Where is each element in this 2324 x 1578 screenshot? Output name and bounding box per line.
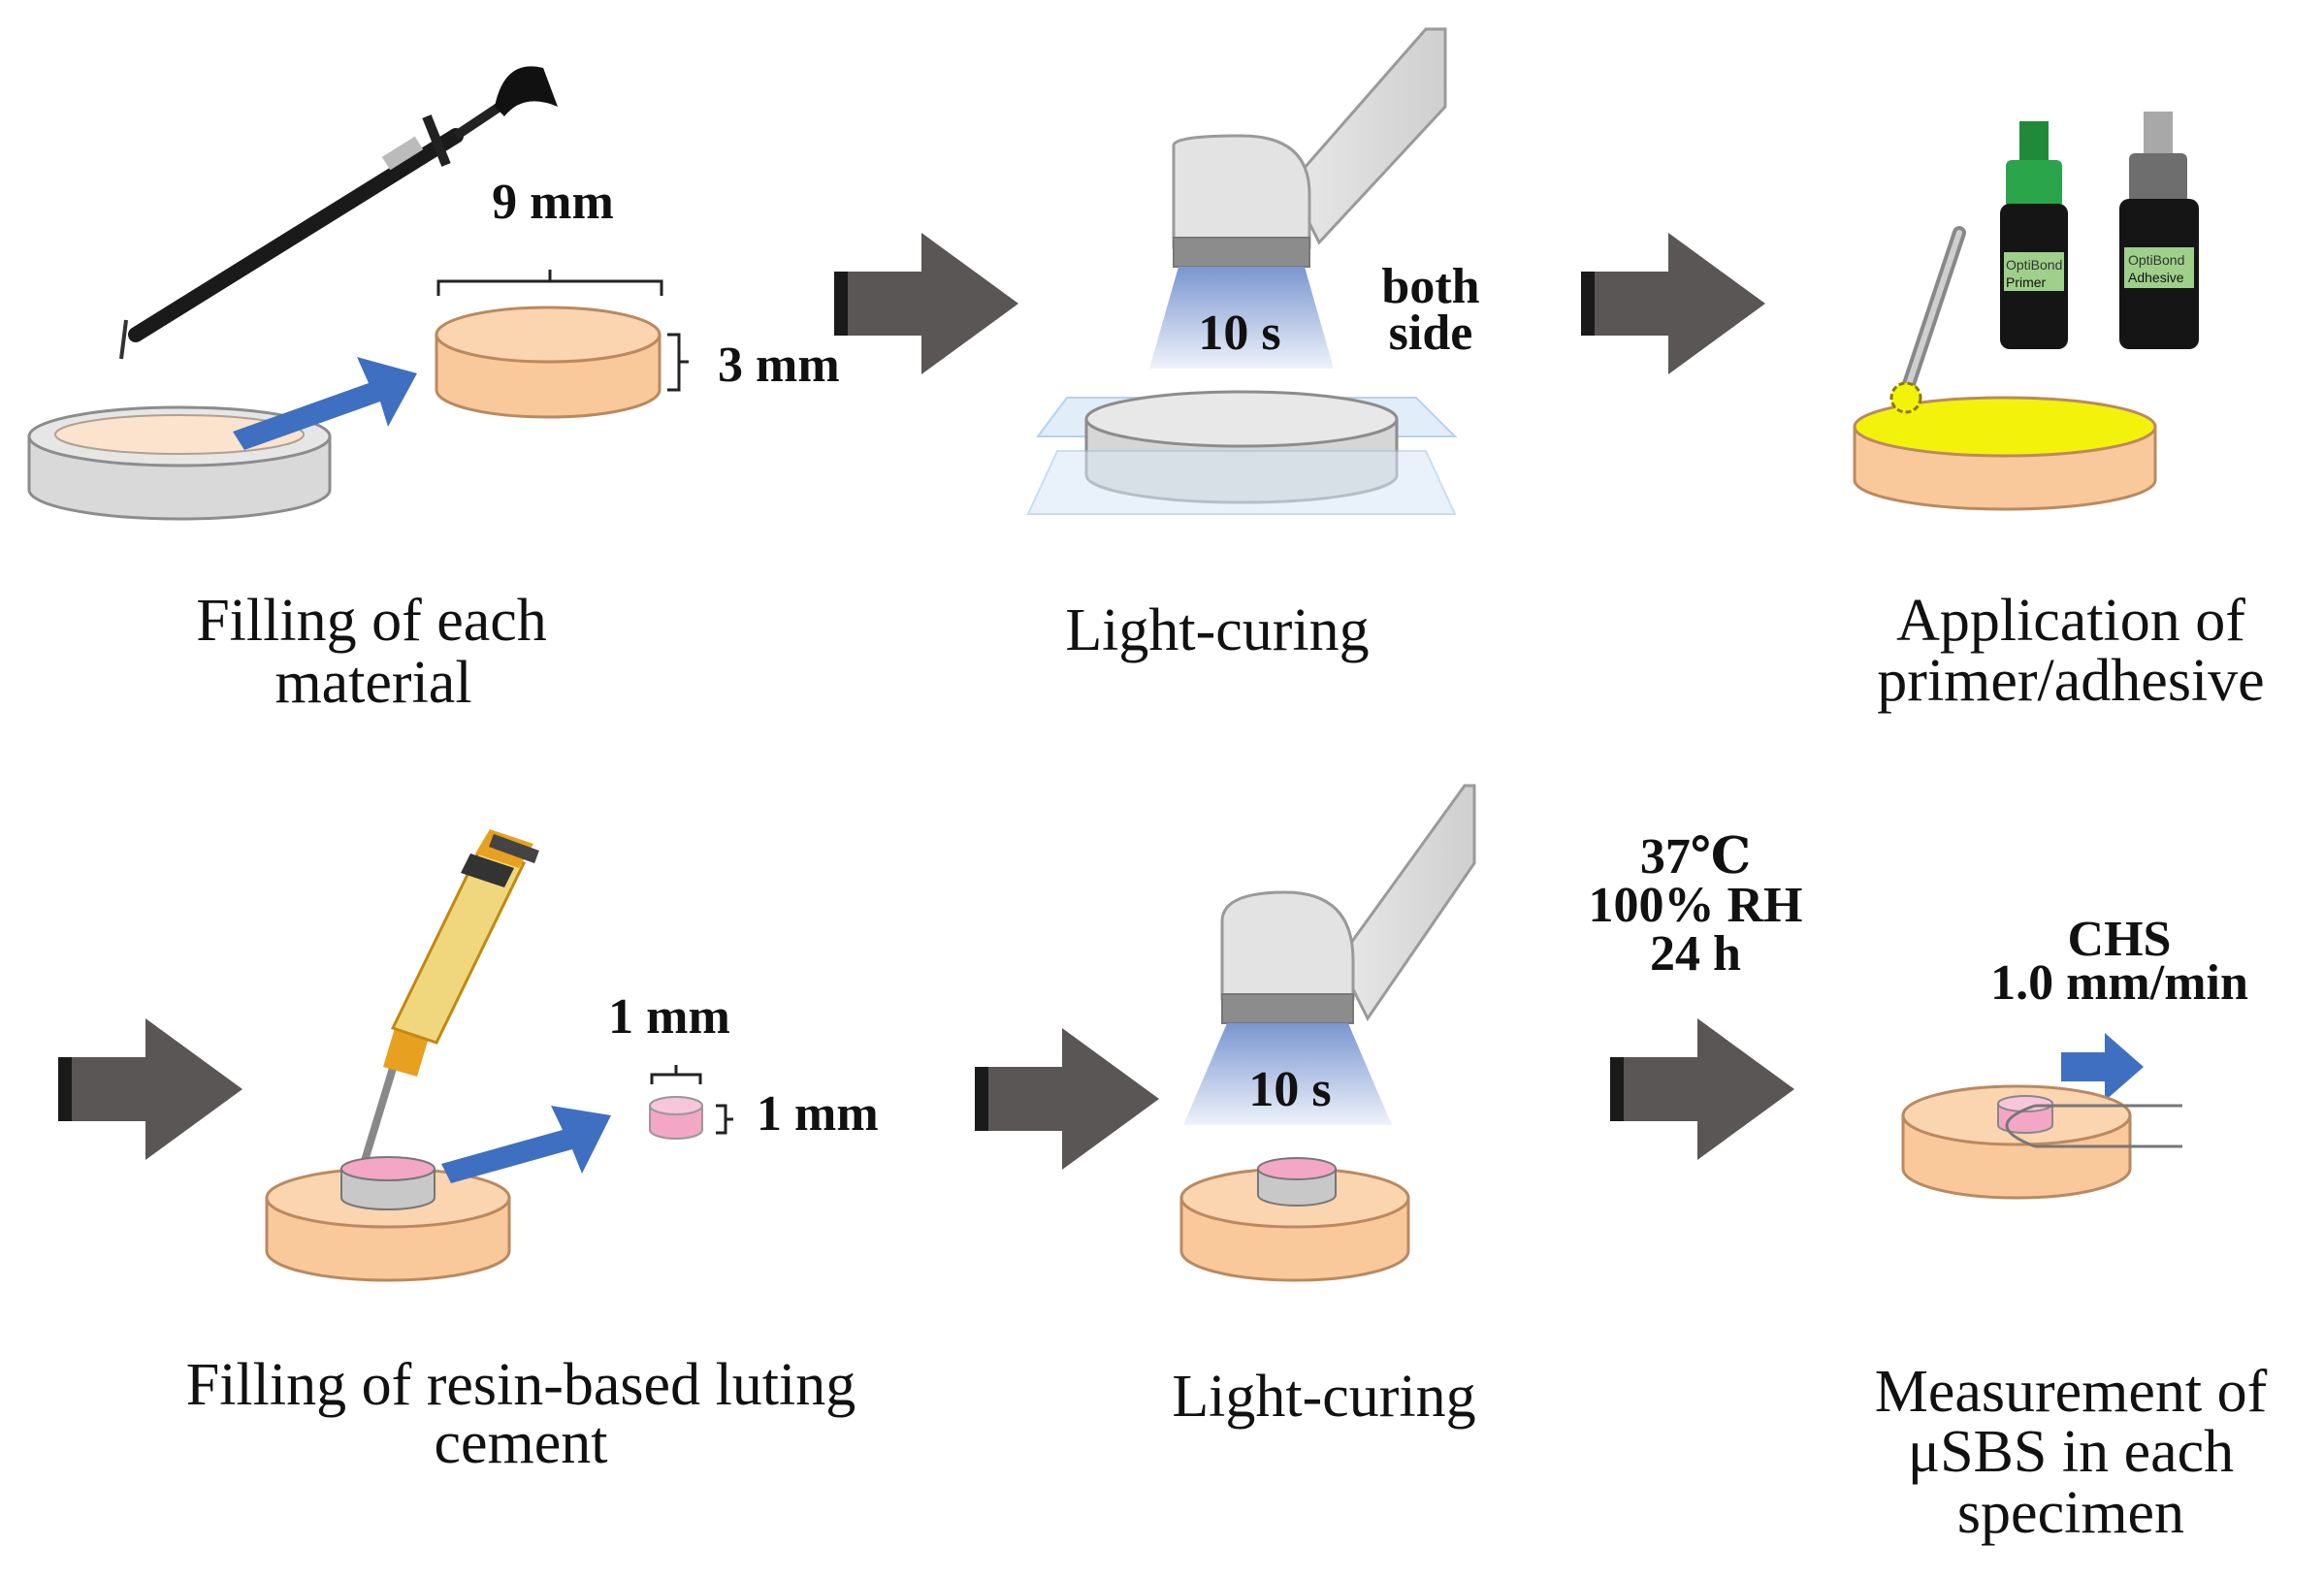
both-side-label-line1: both: [1381, 259, 1479, 314]
brush-tip-icon: [1889, 381, 1922, 414]
glass-slides-icon: [1026, 390, 1458, 515]
transfer-arrow-icon: [233, 357, 417, 450]
caption-application-line1: Application of: [1896, 588, 2245, 654]
caption-filling-line1: Filling of each: [196, 588, 547, 654]
panel-cement: 1 mm 1 mm Filling of resin-based luting …: [186, 829, 879, 1476]
caption-light-curing-1: Light-curing: [1065, 597, 1369, 663]
light-beam: [1149, 267, 1334, 369]
curing-time-label-1: 10 s: [1198, 306, 1280, 361]
panel-measurement: CHS 1.0 mm/min Measurement of μSBS in ea…: [1875, 912, 2268, 1546]
panel-filling: 9 mm 3 mm Filling of each material: [27, 66, 840, 716]
cement-width-bracket: [650, 1065, 702, 1084]
storage-duration: 24 h: [1650, 926, 1741, 982]
svg-text:Adhesive: Adhesive: [2128, 270, 2184, 285]
height-label: 3 mm: [718, 338, 840, 393]
caption-application-line2: primer/adhesive: [1877, 648, 2264, 714]
width-label: 9 mm: [492, 175, 614, 230]
primer-bottle-icon: OptiBond Primer: [2000, 121, 2068, 349]
both-side-label-line2: side: [1389, 306, 1473, 361]
panel-light-curing-2: 10 s Light-curing: [1172, 784, 1476, 1430]
light-beam-2: [1183, 1023, 1392, 1125]
svg-text:OptiBond: OptiBond: [2006, 257, 2062, 273]
syringe-icon: [119, 66, 558, 360]
height-bracket: [667, 333, 689, 392]
crosshead-speed-label: 1.0 mm/min: [1990, 955, 2248, 1011]
width-bracket: [436, 270, 663, 296]
adhesive-bottle-icon: OptiBond Adhesive: [2119, 112, 2199, 349]
step-arrow-5: [1610, 1018, 1794, 1160]
storage-conditions: 37℃ 100% RH 24 h: [1589, 829, 1803, 982]
curing-light-icon: [1149, 27, 1447, 369]
applicator-brush-icon: [1899, 226, 1966, 400]
primed-specimen-icon: [1853, 396, 2157, 511]
specimen-disk-icon: [435, 306, 662, 419]
curing-light-icon-2: [1183, 784, 1476, 1125]
test-specimen-icon: [1901, 1084, 2132, 1200]
chs-label: CHS: [2068, 912, 2172, 967]
curing-time-label-2: 10 s: [1248, 1062, 1331, 1117]
load-direction-arrow-icon: [2061, 1033, 2144, 1101]
step-arrow-4: [975, 1028, 1159, 1170]
storage-humidity: 100% RH: [1589, 878, 1803, 933]
caption-measurement-line1: Measurement of: [1875, 1359, 2268, 1425]
svg-text:OptiBond: OptiBond: [2128, 252, 2184, 268]
step-arrow-2: [1581, 233, 1765, 374]
cement-syringe-icon: [360, 829, 539, 1166]
svg-text:Primer: Primer: [2006, 274, 2047, 290]
step-arrow-1: [834, 233, 1018, 374]
caption-filling-line2: material: [274, 650, 471, 716]
cured-specimen-icon: [1179, 1157, 1410, 1282]
cement-specimen-icon: [649, 1096, 703, 1140]
caption-cement-line1: Filling of resin-based luting: [186, 1352, 856, 1418]
caption-measurement-line2: μSBS in each: [1908, 1419, 2234, 1485]
storage-temperature: 37℃: [1640, 829, 1751, 885]
cement-width-label: 1 mm: [608, 989, 730, 1045]
cement-on-disk-icon: [265, 1156, 511, 1282]
cement-transfer-arrow-icon: [441, 1106, 611, 1183]
step-arrow-3: [58, 1018, 242, 1160]
cement-height-label: 1 mm: [757, 1086, 879, 1142]
caption-light-curing-2: Light-curing: [1172, 1364, 1475, 1430]
cement-height-bracket: [716, 1104, 733, 1135]
caption-measurement-line3: specimen: [1957, 1480, 2184, 1546]
panel-application: OptiBond Primer OptiBond Adhesive Applic…: [1853, 112, 2265, 714]
caption-cement-line2: cement: [434, 1410, 607, 1476]
panel-light-curing-1: 10 s both side Light-curing: [1026, 27, 1480, 663]
shear-wire-icon: [2005, 1104, 2182, 1148]
